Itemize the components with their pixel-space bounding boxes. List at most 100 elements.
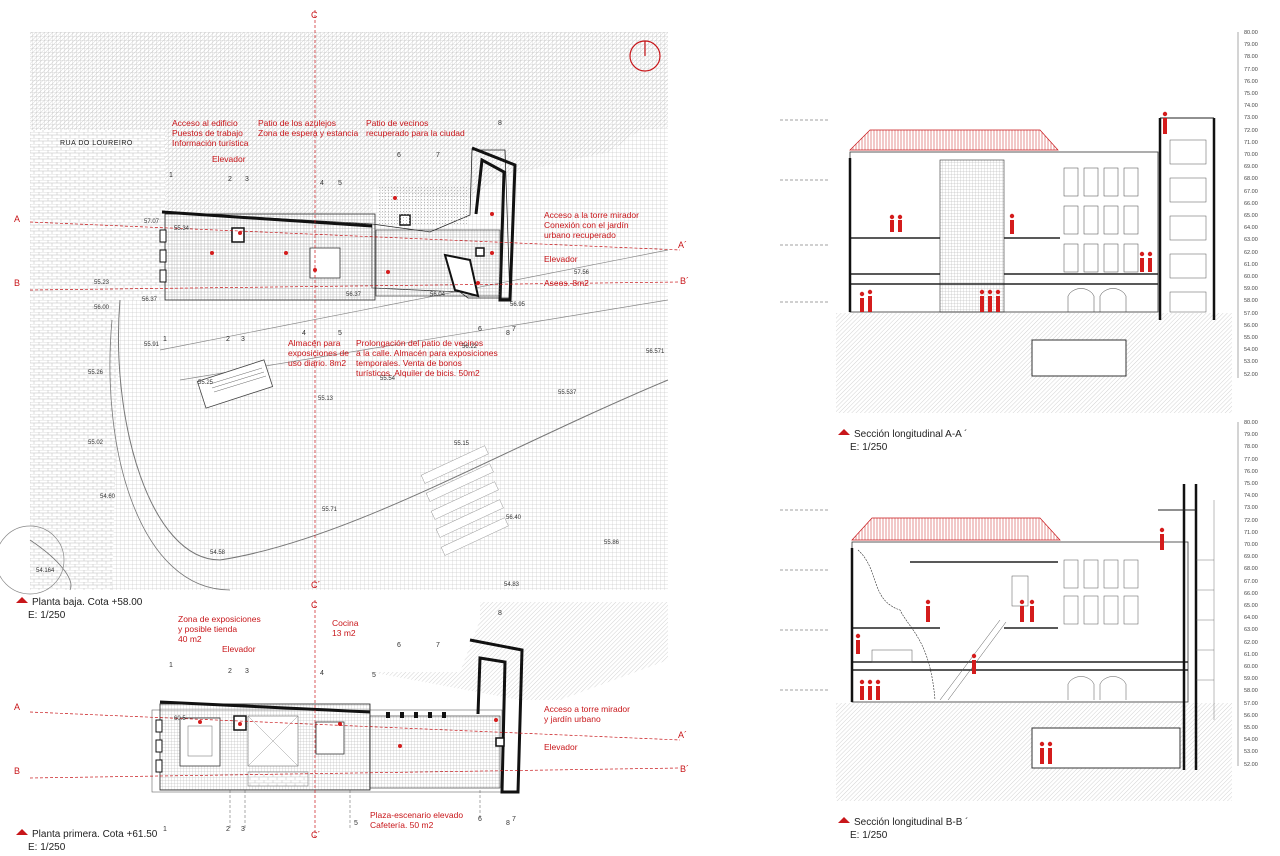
level-mark: 56.37 xyxy=(346,292,362,298)
grid-number: 7 xyxy=(512,326,516,333)
level-scale-tick: 56.00 xyxy=(1244,322,1258,329)
caption-first-floor: Planta primera. Cota +61.50 E: 1/250 xyxy=(16,828,157,854)
ground-floor-plan xyxy=(0,10,681,595)
level-mark: 56.40 xyxy=(506,515,522,521)
level-mark: 55.537 xyxy=(558,390,577,396)
grid-number: 8 xyxy=(498,120,502,127)
north-arrow xyxy=(629,40,661,72)
crosswalk xyxy=(420,445,509,556)
level-scale-tick: 55.00 xyxy=(1244,725,1258,731)
grid-number: 1 xyxy=(163,336,167,343)
grid-number: 4 xyxy=(320,670,324,677)
level-mark: 57.56 xyxy=(574,270,590,276)
level-scale-tick: 78.00 xyxy=(1244,444,1258,451)
level-scale-tick: 54.00 xyxy=(1244,347,1258,354)
label-tower-access-first: Acceso a torre mirador y jardín urbano xyxy=(544,704,630,724)
level-scale-tick: 67.00 xyxy=(1244,578,1258,585)
level-scale-tick: 80.00 xyxy=(1244,420,1258,426)
level-scale-tick: 70.00 xyxy=(1244,542,1258,548)
level-scale-tick: 58.00 xyxy=(1244,688,1258,695)
level-scale-tick: 78.00 xyxy=(1244,54,1258,61)
level-mark: 54.83 xyxy=(504,582,520,588)
grid-number: 6 xyxy=(478,816,482,823)
level-scale-tick: 61.00 xyxy=(1244,651,1258,658)
level-scale-tick: 71.00 xyxy=(1244,529,1258,536)
level-scale-tick: 77.00 xyxy=(1244,456,1258,463)
level-mark: 55.25 xyxy=(198,380,214,386)
level-scale-tick: 76.00 xyxy=(1244,468,1258,475)
room-markers xyxy=(210,196,494,285)
level-scale-tick: 60.00 xyxy=(1244,274,1258,280)
grid-number: 2 xyxy=(228,668,232,675)
level-scale-tick: 67.00 xyxy=(1244,188,1258,195)
grid-number: 6 xyxy=(478,326,482,333)
level-mark: 55.91 xyxy=(144,342,160,348)
level-scale-tick: 61.00 xyxy=(1244,261,1258,268)
label-elevator-first: Elevador xyxy=(222,644,256,654)
building-footprint xyxy=(159,146,517,302)
label-patio-azulejos: Patio de los azulejos Zona de espera y e… xyxy=(258,118,359,138)
level-scale-tick: 77.00 xyxy=(1244,66,1258,73)
axis-a: A xyxy=(14,702,21,712)
level-mark: 56.00 xyxy=(94,305,110,311)
level-scale-tick: 79.00 xyxy=(1244,42,1258,49)
level-mark: 55.86 xyxy=(604,540,620,546)
grid-number: 2 xyxy=(226,826,230,833)
label-elevator-first-2: Elevador xyxy=(544,742,578,752)
level-scale-tick: 74.00 xyxy=(1244,103,1258,110)
level-scale-tick: 58.00 xyxy=(1244,298,1258,305)
level-mark: 54.60 xyxy=(100,494,116,500)
label-elevator-1: Elevador xyxy=(212,154,246,164)
grid-number: 2 xyxy=(226,336,230,343)
grid-number: 3 xyxy=(245,176,249,183)
level-scale-tick: 62.00 xyxy=(1244,249,1258,256)
built-area-hatch xyxy=(30,32,668,214)
grid-number: 6 xyxy=(397,642,401,649)
level-mark: 55.13 xyxy=(318,396,334,402)
grid-number: 4 xyxy=(302,330,306,337)
axis-a-prime: A´ xyxy=(678,730,687,740)
axis-b-prime: B´ xyxy=(680,276,689,286)
level-mark: 57.07 xyxy=(144,219,160,225)
caption-section-aa: Sección longitudinal A-A ´ E: 1/250 xyxy=(838,428,967,454)
level-scale-tick: 72.00 xyxy=(1244,127,1258,134)
section-bb xyxy=(780,484,1232,801)
label-aseos: Aseos. 8m2 xyxy=(544,278,589,288)
level-scale-tick: 65.00 xyxy=(1244,213,1258,219)
street-paving xyxy=(30,130,165,590)
grid-number: 4 xyxy=(320,180,324,187)
grid-number: 5 xyxy=(372,672,376,679)
level-scale-tick: 57.00 xyxy=(1244,310,1258,317)
level-scale-tick: 56.00 xyxy=(1244,712,1258,719)
level-mark: 56.04 xyxy=(430,292,446,298)
label-access-building: Acceso al edificio Puestos de trabajo In… xyxy=(172,118,249,148)
grid-number: 5 xyxy=(354,820,358,827)
label-exposiciones: Zona de exposiciones y posible tienda 40… xyxy=(178,614,261,644)
axis-b: B xyxy=(14,278,21,288)
outdoor-stair xyxy=(196,359,274,409)
axis-c: C xyxy=(311,10,318,20)
grid-number: 8 xyxy=(498,610,502,617)
level-mark: 56.22 xyxy=(462,344,478,350)
level-mark: 60.5 xyxy=(174,716,186,722)
axis-b-prime: B´ xyxy=(680,764,689,774)
section-lines xyxy=(29,10,681,590)
grid-number: 8 xyxy=(506,330,510,337)
level-scale-tick: 68.00 xyxy=(1244,176,1258,183)
level-mark: 54.58 xyxy=(210,550,226,556)
level-scale-tick: 65.00 xyxy=(1244,603,1258,609)
level-scale-tick: 74.00 xyxy=(1244,493,1258,500)
level-scale-tick: 73.00 xyxy=(1244,505,1258,512)
level-scale-tick: 73.00 xyxy=(1244,115,1258,122)
level-scale-tick: 75.00 xyxy=(1244,481,1258,487)
axis-a: A xyxy=(14,214,21,224)
level-scale-tick: 68.00 xyxy=(1244,566,1258,573)
level-mark: 55.71 xyxy=(322,507,338,513)
level-scale-tick: 63.00 xyxy=(1244,627,1258,634)
level-mark: 54.164 xyxy=(36,568,55,574)
level-scale-tick: 53.00 xyxy=(1244,749,1258,756)
grid-number: 5 xyxy=(338,180,342,187)
level-scale-tick: 64.00 xyxy=(1244,615,1258,622)
road-curve xyxy=(117,299,669,561)
